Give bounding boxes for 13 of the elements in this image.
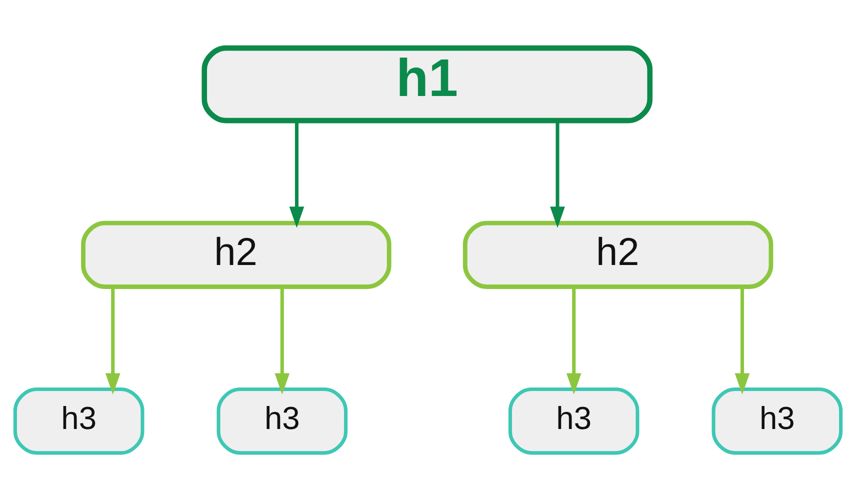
arrow	[274, 286, 290, 394]
arrow	[105, 286, 120, 394]
arrow	[289, 120, 304, 228]
node-box: h1	[202, 44, 653, 123]
arrow	[550, 120, 565, 228]
node-box: h2	[81, 220, 392, 288]
node-box: h3	[508, 387, 640, 454]
node-box: h3	[712, 387, 843, 454]
node-box: h2	[462, 220, 774, 288]
node-box: h3	[13, 387, 144, 454]
node-box: h3	[216, 387, 348, 454]
arrow	[566, 286, 582, 394]
arrow	[734, 286, 750, 394]
